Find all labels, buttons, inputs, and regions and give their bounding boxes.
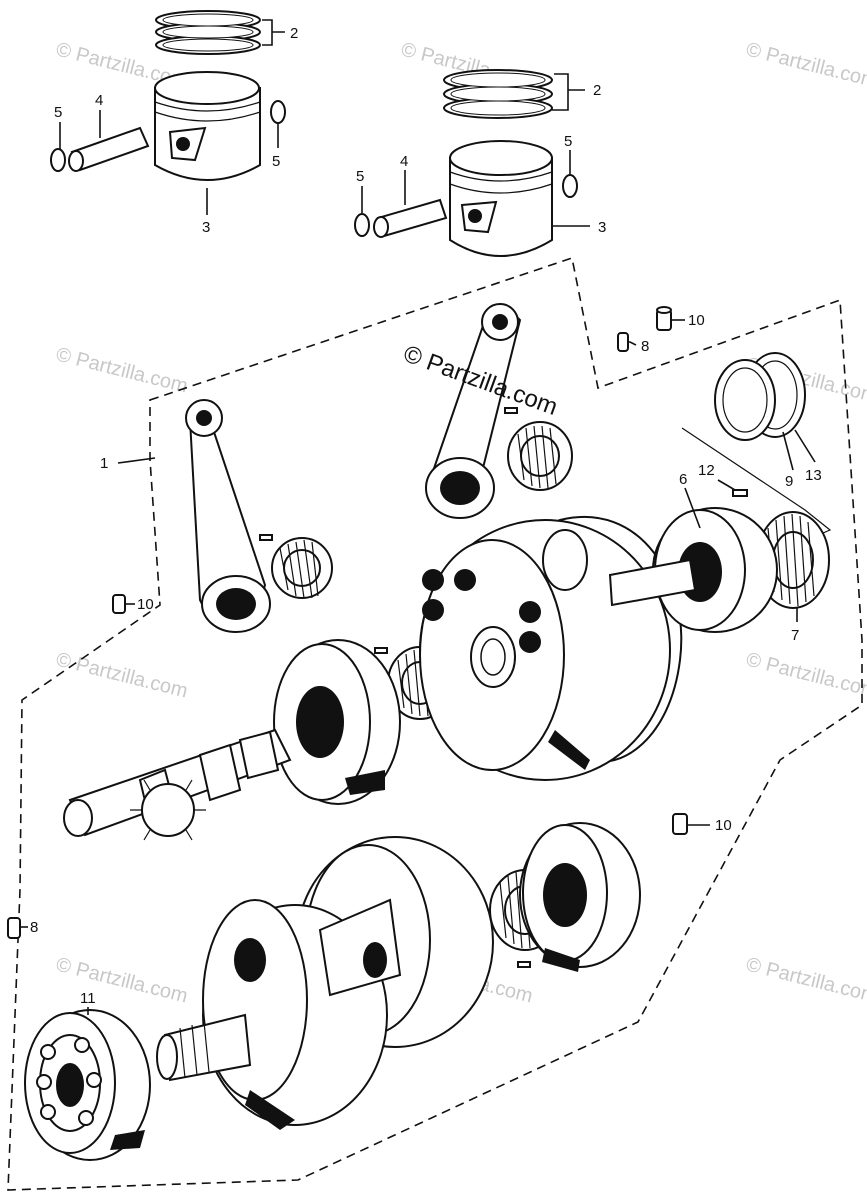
callout-2: 2 bbox=[290, 25, 298, 42]
crank-flywheel-lower bbox=[156, 836, 494, 1130]
connecting-rod-right bbox=[425, 303, 522, 519]
dowel-pin-icon bbox=[112, 594, 126, 614]
callout-8: 8 bbox=[641, 338, 649, 355]
crank-pin-icon bbox=[504, 407, 518, 414]
dowel-pin-icon bbox=[7, 917, 21, 939]
callout-10: 10 bbox=[715, 817, 732, 834]
crank-pin-icon bbox=[517, 961, 531, 968]
circlip-rings-icon bbox=[714, 352, 806, 441]
piston-pin-icon bbox=[373, 198, 448, 238]
ball-bearing-icon bbox=[24, 1009, 151, 1161]
callout-5: 5 bbox=[272, 153, 280, 170]
callout-8: 8 bbox=[30, 919, 38, 936]
piston-rings-icon bbox=[443, 69, 553, 119]
crank-flywheel-upper bbox=[419, 515, 683, 781]
pin-clip-icon bbox=[270, 100, 286, 124]
callout-9: 9 bbox=[785, 473, 793, 490]
watermark: © Partzilla.com bbox=[54, 649, 190, 703]
callout-12: 12 bbox=[698, 462, 715, 479]
crank-pin-icon bbox=[374, 647, 388, 654]
callout-4: 4 bbox=[400, 153, 408, 170]
callout-2: 2 bbox=[593, 82, 601, 99]
crank-pin-icon bbox=[259, 534, 273, 541]
piston-icon bbox=[154, 71, 261, 181]
callout-5: 5 bbox=[54, 104, 62, 121]
crank-pin-icon bbox=[732, 489, 748, 497]
pin-clip-icon bbox=[562, 174, 578, 198]
pin-clip-icon bbox=[50, 148, 66, 172]
dowel-pin-icon bbox=[656, 306, 672, 331]
balancer-ring bbox=[273, 639, 401, 805]
watermark: © Partzilla.com bbox=[54, 344, 190, 398]
callout-5: 5 bbox=[564, 133, 572, 150]
callout-10: 10 bbox=[137, 596, 154, 613]
piston-rings-icon bbox=[155, 10, 261, 55]
callout-6: 6 bbox=[679, 471, 687, 488]
needle-bearing-icon bbox=[271, 537, 333, 599]
callout-labels: 2 2 3 3 4 4 5 5 5 5 1 6 7 8 8 9 10 10 10… bbox=[30, 25, 822, 1007]
callout-1: 1 bbox=[100, 455, 108, 472]
sprocket-icon bbox=[130, 779, 206, 841]
watermark: © Partzilla.com bbox=[54, 954, 190, 1008]
callout-13: 13 bbox=[805, 467, 822, 484]
piston-pin-icon bbox=[68, 126, 150, 172]
dowel-pin-icon bbox=[672, 813, 688, 835]
piston-set-left bbox=[50, 10, 286, 181]
piston-icon bbox=[449, 140, 553, 257]
pin-clip-icon bbox=[354, 213, 370, 237]
connecting-rod-left bbox=[185, 399, 271, 633]
watermark: © Partzilla.com bbox=[744, 954, 867, 1008]
piston-set-right bbox=[354, 69, 578, 257]
watermark: © Partzilla.com bbox=[744, 39, 867, 93]
crankshaft-assembly-outline bbox=[7, 256, 863, 1191]
callout-3: 3 bbox=[202, 219, 210, 236]
callout-10: 10 bbox=[688, 312, 705, 329]
callout-7: 7 bbox=[791, 627, 799, 644]
needle-bearing-icon bbox=[507, 421, 573, 491]
crank-side-washer bbox=[608, 507, 778, 633]
callout-5: 5 bbox=[356, 168, 364, 185]
watermark: © Partzilla.com bbox=[744, 649, 867, 703]
callout-3: 3 bbox=[598, 219, 606, 236]
callout-11: 11 bbox=[80, 990, 96, 1007]
primary-shaft-with-sprocket bbox=[63, 728, 292, 841]
crank-side-washer-lower bbox=[519, 822, 641, 972]
leader-lines bbox=[20, 19, 816, 1015]
dowel-pin-icon bbox=[617, 332, 629, 352]
callout-4: 4 bbox=[95, 92, 103, 109]
